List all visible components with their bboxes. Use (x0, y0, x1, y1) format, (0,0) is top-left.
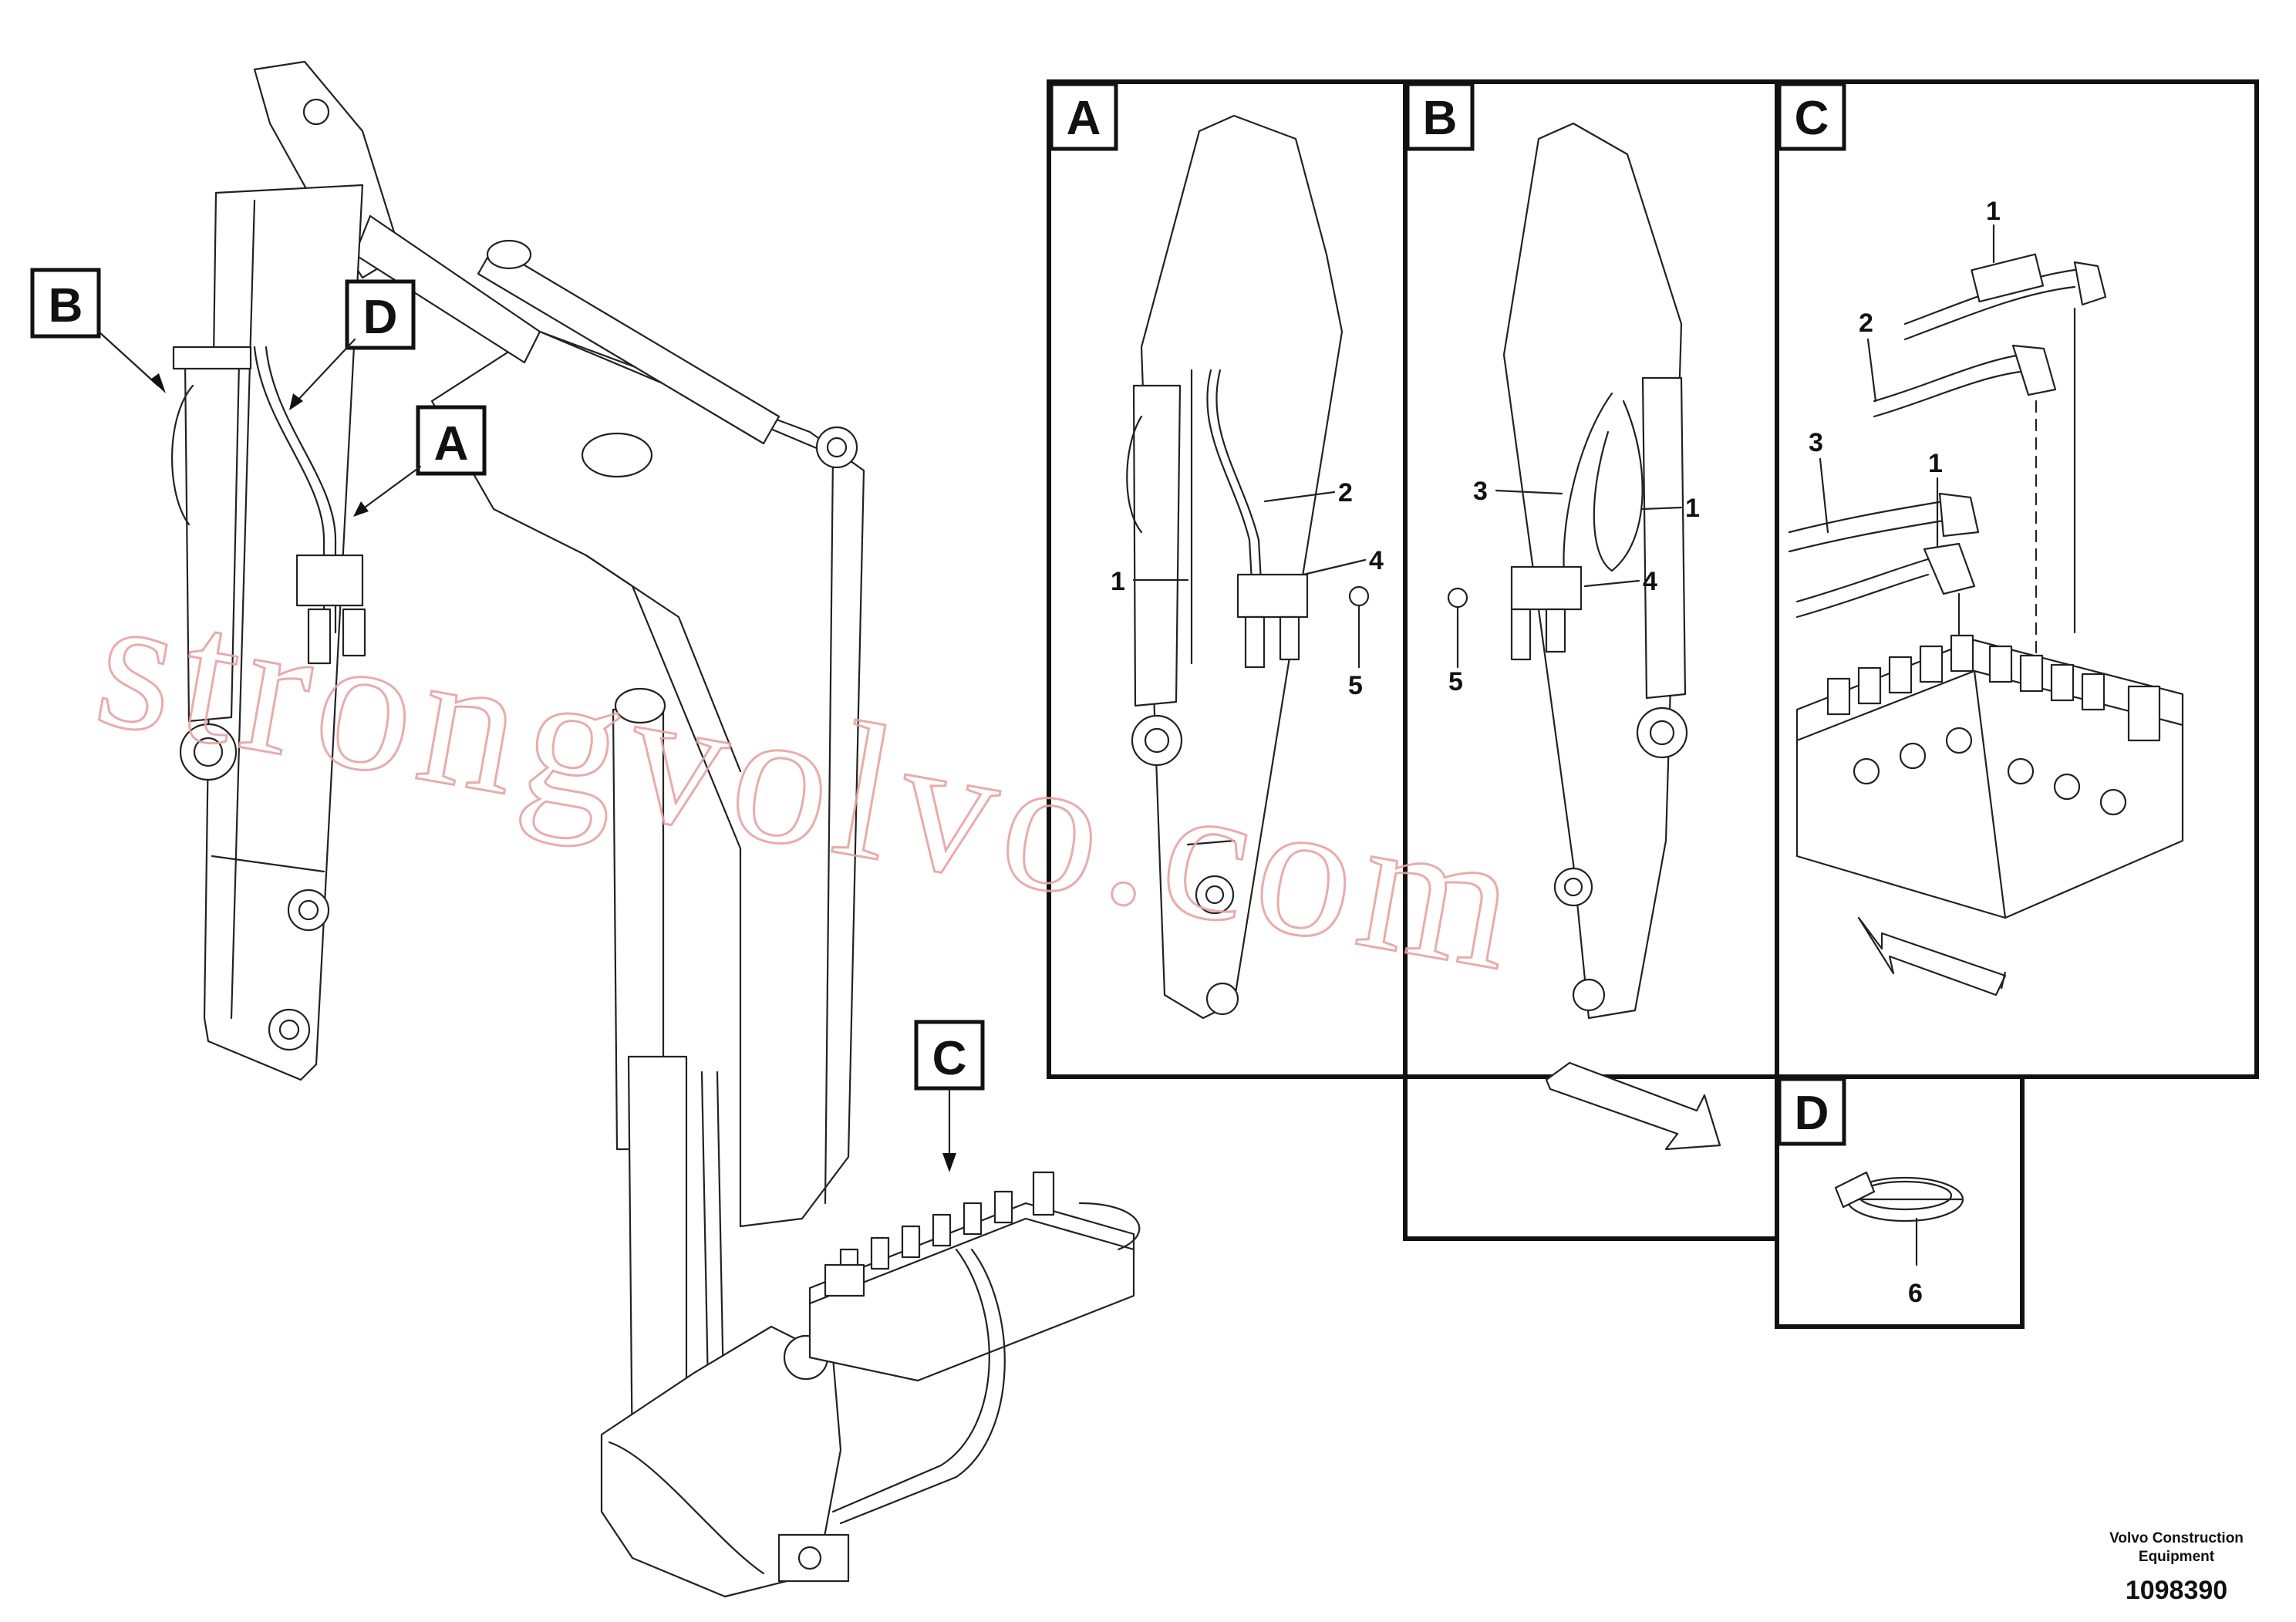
svg-text:B: B (1423, 92, 1458, 145)
svg-text:6: 6 (1908, 1279, 1923, 1308)
svg-text:2: 2 (1859, 309, 1873, 338)
panel-d: D 6 (1777, 1077, 1964, 1308)
svg-text:D: D (363, 291, 398, 344)
svg-text:D: D (1795, 1087, 1829, 1140)
svg-text:3: 3 (1809, 428, 1823, 457)
svg-text:5: 5 (1448, 667, 1463, 696)
svg-text:1: 1 (1986, 197, 2001, 226)
callout-b-main: B (30, 268, 166, 393)
panel-b-part-labels: 3 1 4 5 (1448, 477, 1700, 696)
svg-text:2: 2 (1338, 478, 1353, 508)
svg-text:Equipment: Equipment (2139, 1549, 2215, 1565)
svg-text:1098390: 1098390 (2126, 1576, 2227, 1605)
svg-text:1: 1 (1928, 449, 1943, 478)
callout-d-main: D (289, 279, 416, 410)
svg-text:A: A (1067, 92, 1101, 145)
svg-text:5: 5 (1348, 671, 1363, 700)
svg-text:C: C (1795, 92, 1829, 145)
panel-a: A 2 1 4 5 (1049, 82, 1384, 1020)
detail-frame (1047, 79, 2259, 1329)
svg-text:B: B (49, 279, 83, 332)
svg-text:A: A (434, 417, 469, 470)
svg-text:4: 4 (1643, 567, 1657, 596)
panel-b: B 3 1 4 5 (1405, 82, 1721, 1151)
callout-c-main: C (914, 1020, 985, 1172)
svg-text:C: C (932, 1032, 967, 1085)
svg-text:1: 1 (1685, 494, 1700, 523)
footer-title-block: Volvo Construction Equipment 1098390 (2109, 1530, 2244, 1605)
panel-c-part-labels: 1 2 3 1 (1809, 197, 2001, 548)
panel-c: C (1777, 82, 2184, 996)
svg-text:4: 4 (1369, 546, 1384, 575)
callout-a-main: A (353, 405, 487, 517)
main-boom-drawing (171, 60, 1141, 1598)
svg-text:Volvo Construction: Volvo Construction (2109, 1530, 2244, 1546)
panel-a-part-labels: 2 1 4 5 (1111, 478, 1384, 700)
svg-text:1: 1 (1111, 567, 1125, 596)
svg-text:3: 3 (1473, 477, 1488, 506)
valve-bank-spools (1826, 634, 2161, 816)
valve-spools (824, 1171, 1055, 1297)
